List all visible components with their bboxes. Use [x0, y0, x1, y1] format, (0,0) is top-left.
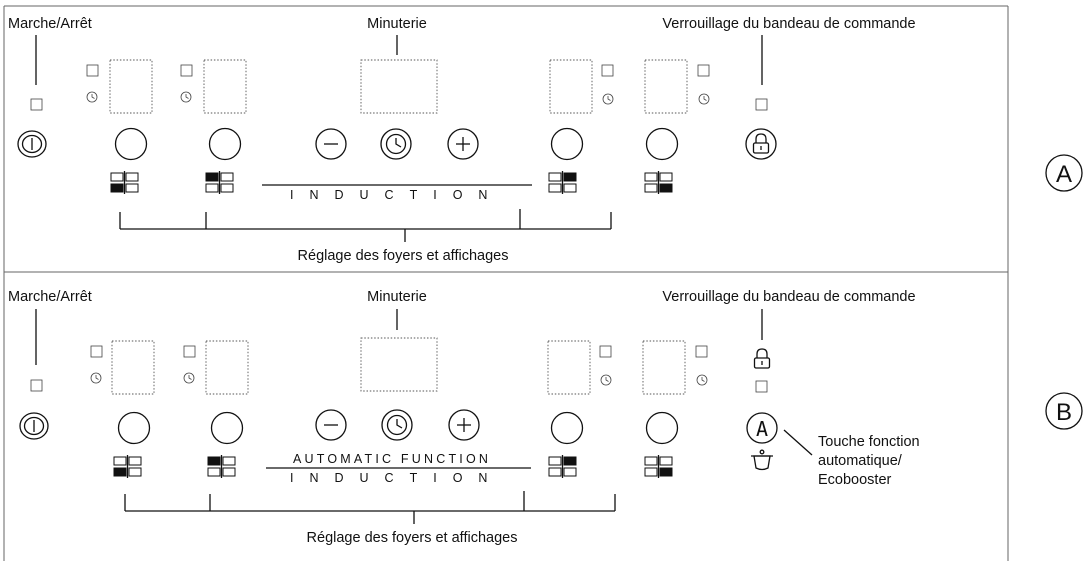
- zone-indicator-icon: [548, 171, 577, 194]
- zones-label: Réglage des foyers et affichages: [298, 248, 509, 264]
- timer-label: Minuterie: [367, 16, 427, 32]
- zone1-display: [109, 59, 153, 114]
- zone2-display: [203, 59, 247, 114]
- timer-label: Minuterie: [367, 289, 427, 305]
- zones-bracket: [124, 491, 616, 524]
- zone-indicator-icon: [207, 455, 236, 478]
- zone1-button[interactable]: [114, 127, 148, 161]
- lock-label: Verrouillage du bandeau de commande: [662, 289, 915, 305]
- timer-icon: [180, 91, 192, 103]
- zone2-display: [205, 340, 249, 395]
- zone2-button[interactable]: [210, 411, 244, 445]
- zones-label: Réglage des foyers et affichages: [307, 530, 518, 546]
- power-icon[interactable]: [19, 412, 49, 440]
- zone-indicator-icon: [205, 171, 234, 194]
- zone1-display: [111, 340, 155, 395]
- padlock-icon[interactable]: [745, 128, 777, 160]
- diagram-frame: [3, 5, 1009, 561]
- panel-b-letter: B: [1056, 399, 1072, 426]
- plus-icon[interactable]: [448, 409, 480, 441]
- induction-text: INDUCTION: [290, 471, 503, 485]
- auto-key-label-line2: automatique/: [818, 453, 903, 469]
- onoff-label: Marche/Arrêt: [8, 289, 92, 305]
- timer-icon: [90, 372, 102, 384]
- automatic-function-text: AUTOMATIC FUNCTION: [293, 452, 491, 466]
- zone4-led: [697, 64, 710, 77]
- timer-icon: [698, 93, 710, 105]
- zone1-led: [86, 64, 99, 77]
- zone-indicator-icon: [548, 455, 577, 478]
- zone4-led: [695, 345, 708, 358]
- timer-icon[interactable]: [381, 409, 413, 441]
- panel-b: Marche/Arrêt Minuterie Verrouillage du b…: [8, 289, 920, 546]
- zone3-led: [599, 345, 612, 358]
- lock-label: Verrouillage du bandeau de commande: [662, 16, 915, 32]
- timer-display: [360, 59, 438, 114]
- zones-bracket: [119, 209, 612, 242]
- timer-display: [360, 337, 438, 392]
- lock-led: [755, 98, 768, 111]
- timer-icon[interactable]: [380, 128, 412, 160]
- panel-a-marker: A: [1045, 154, 1083, 192]
- zone3-button[interactable]: [550, 411, 584, 445]
- timer-icon: [86, 91, 98, 103]
- panel-a: Marche/Arrêt Minuterie Verrouillage du b…: [8, 16, 916, 264]
- zone4-button[interactable]: [645, 127, 679, 161]
- padlock-icon[interactable]: [753, 348, 771, 369]
- timer-icon: [696, 374, 708, 386]
- auto-key-glyph: A: [756, 417, 768, 441]
- zone-indicator-icon: [644, 455, 673, 478]
- timer-icon: [183, 372, 195, 384]
- auto-key-label-line3: Ecobooster: [818, 472, 892, 488]
- zone2-led: [180, 64, 193, 77]
- zone4-display: [644, 59, 688, 114]
- zone-indicator-icon: [110, 171, 139, 194]
- zone-indicator-icon: [644, 171, 673, 194]
- minus-icon[interactable]: [315, 409, 347, 441]
- zone3-display: [547, 340, 591, 395]
- lock-led: [755, 380, 768, 393]
- zone1-button[interactable]: [117, 411, 151, 445]
- pot-icon: [751, 449, 773, 471]
- onoff-indicator-led: [30, 379, 43, 392]
- auto-key-pointer: [783, 429, 813, 456]
- zone-indicator-icon: [113, 455, 142, 478]
- zone3-led: [601, 64, 614, 77]
- zone3-display: [549, 59, 593, 114]
- zone2-button[interactable]: [208, 127, 242, 161]
- auto-function-key[interactable]: A: [746, 412, 778, 444]
- panel-a-letter: A: [1056, 161, 1072, 188]
- zone1-led: [90, 345, 103, 358]
- auto-key-label-line1: Touche fonction: [818, 434, 920, 450]
- zone2-led: [183, 345, 196, 358]
- induction-text: INDUCTION: [290, 188, 503, 202]
- plus-icon[interactable]: [447, 128, 479, 160]
- zone3-button[interactable]: [550, 127, 584, 161]
- timer-icon: [602, 93, 614, 105]
- timer-icon: [600, 374, 612, 386]
- zone4-display: [642, 340, 686, 395]
- onoff-label: Marche/Arrêt: [8, 16, 92, 32]
- onoff-indicator-led: [30, 98, 43, 111]
- power-icon[interactable]: [17, 130, 47, 158]
- minus-icon[interactable]: [315, 128, 347, 160]
- zone4-button[interactable]: [645, 411, 679, 445]
- panel-b-marker: B: [1045, 392, 1083, 430]
